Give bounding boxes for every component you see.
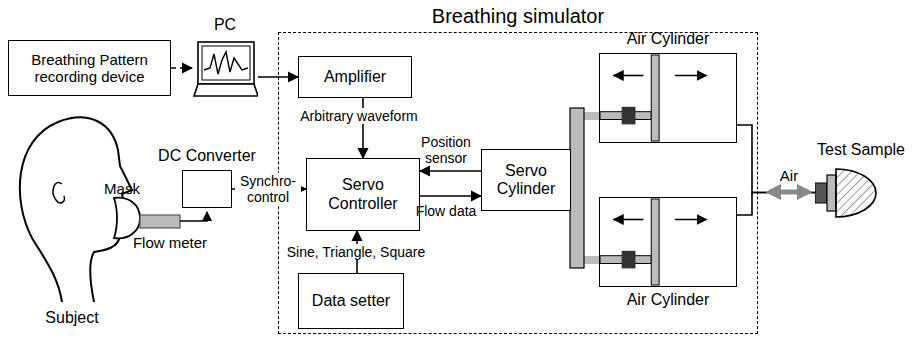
ear [53,183,64,203]
flow-label: Air [780,167,798,184]
node-label: Servo Controller [307,176,419,213]
part-label: Mask [104,180,140,197]
cylinder-parts [600,54,736,142]
node-label: Amplifier [319,68,391,86]
node-label: Servo Cylinder [482,162,570,199]
air-cylinder: Air Cylinder [599,53,737,143]
node-heading: Test Sample [817,141,905,159]
process-box: Data setter [298,273,404,329]
air-flow-arrow [770,190,808,195]
part-label: Flow meter [133,234,207,251]
servo-cylinder-box: Servo Cylinder [481,149,571,211]
link-bar [570,108,584,268]
edge-label: Sine, Triangle, Square [285,244,428,260]
process-box: Amplifier [298,56,412,98]
air-pipe [737,193,815,216]
cylinder-parts [600,198,736,286]
air-cylinder: Air Cylinder [599,197,737,287]
mask [114,198,140,239]
controller-box: Servo Controller [306,158,420,231]
device-box: Breathing Pattern recording device [8,40,171,96]
node-heading: DC Converter [158,147,256,165]
subject-label: Subject [45,309,98,327]
signal-wire [180,212,207,221]
edge-label: Synchro- control [235,173,301,205]
edge-label: Position sensor [414,134,478,166]
node-heading: Breathing simulator [432,5,604,28]
node-heading: PC [214,16,236,34]
test-sample: Test Sample [815,165,907,220]
signal-arrow [420,195,481,197]
node-heading: Air Cylinder [627,30,710,48]
signal-arrow [420,170,481,172]
node-label: Breathing Pattern recording device [9,51,170,86]
air-pipe [737,125,815,193]
test-sample-shape [815,165,907,220]
simulator-region: Breathing simulatorAmplifierServo Contro… [278,32,758,334]
pc-laptop: PC [192,40,258,102]
flow-meter [140,215,180,228]
dashed-arrow [171,67,192,69]
node-heading: Air Cylinder [627,291,710,309]
node-label: Data setter [307,292,395,310]
subject-head [20,117,132,302]
laptop-icon [192,40,258,102]
edge-label: Arbitrary waveform [298,108,419,124]
edge-label: Flow data [416,203,477,219]
converter-box: DC Converter [182,170,232,208]
